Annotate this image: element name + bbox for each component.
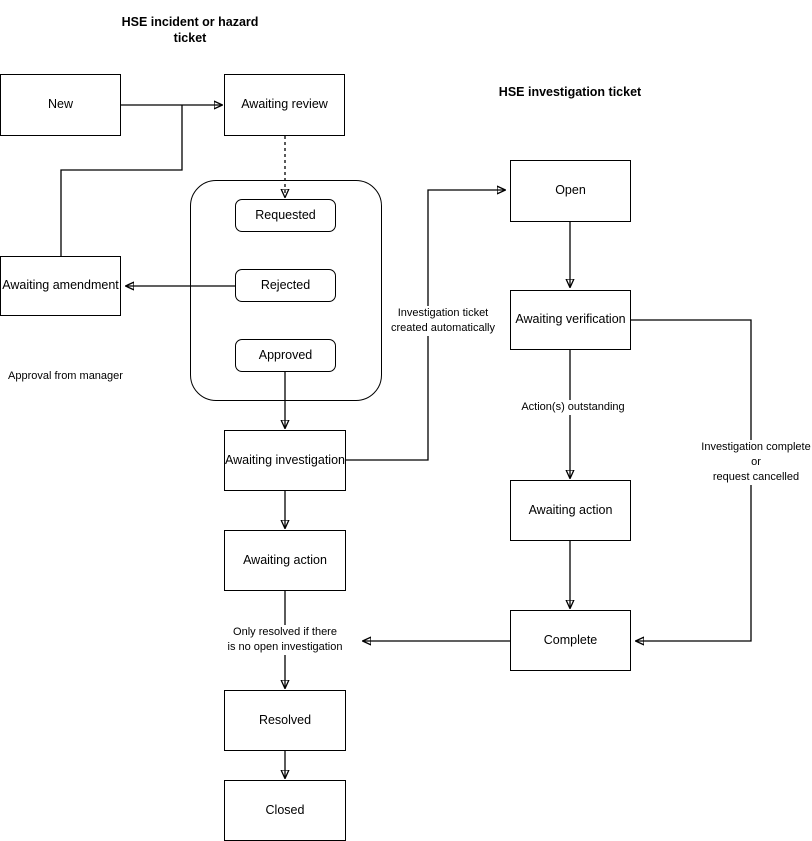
label-investigation-ticket-created-line1: Investigation ticket <box>397 307 489 319</box>
node-complete-label: Complete <box>543 632 598 647</box>
node-closed-label: Closed <box>265 802 305 817</box>
label-investigation-complete-line2: or <box>751 455 761 468</box>
node-resolved[interactable]: Resolved <box>224 690 346 751</box>
node-awaiting-action-left-label: Awaiting action <box>243 552 327 567</box>
title-incident-line2: ticket <box>173 31 207 46</box>
node-awaiting-verification[interactable]: Awaiting verification <box>510 290 631 350</box>
node-closed[interactable]: Closed <box>224 780 346 841</box>
node-new[interactable]: New <box>0 74 121 136</box>
node-requested[interactable]: Requested <box>235 199 336 232</box>
title-investigation-line1: HSE investigation ticket <box>498 85 642 99</box>
node-awaiting-amendment-label: Awaiting amendment <box>2 278 119 293</box>
label-actions-outstanding-line1: Action(s) outstanding <box>521 401 625 413</box>
edge-awaiting-amendment-to-review-line <box>60 105 183 256</box>
label-investigation-ticket-created-line2: created automatically <box>391 321 495 334</box>
node-awaiting-action-left[interactable]: Awaiting action <box>224 530 346 591</box>
node-open[interactable]: Open <box>510 160 631 222</box>
node-requested-label: Requested <box>255 207 316 222</box>
node-complete[interactable]: Complete <box>510 610 631 671</box>
label-approval-from-manager: Approval from manager <box>8 369 123 384</box>
label-investigation-complete: Investigation complete or request cancel… <box>692 440 812 485</box>
node-awaiting-investigation-label: Awaiting investigation <box>225 452 345 467</box>
label-approval-from-manager-text: Approval from manager <box>8 370 123 382</box>
title-incident-line1: HSE incident or hazard <box>121 15 259 29</box>
node-awaiting-review-label: Awaiting review <box>241 97 328 112</box>
node-awaiting-investigation[interactable]: Awaiting investigation <box>224 430 346 491</box>
node-awaiting-action-right[interactable]: Awaiting action <box>510 480 631 541</box>
node-approved[interactable]: Approved <box>235 339 336 372</box>
label-actions-outstanding: Action(s) outstanding <box>512 400 634 415</box>
label-only-resolved: Only resolved if there is no open invest… <box>224 625 346 655</box>
node-approved-label: Approved <box>258 347 313 362</box>
node-awaiting-review[interactable]: Awaiting review <box>224 74 345 136</box>
node-awaiting-verification-label: Awaiting verification <box>515 312 626 327</box>
node-rejected-label: Rejected <box>260 277 311 292</box>
node-open-label: Open <box>555 183 586 198</box>
title-incident-ticket: HSE incident or hazard ticket <box>120 14 260 47</box>
approval-group-container <box>190 180 382 401</box>
label-only-resolved-line2: is no open investigation <box>227 640 343 653</box>
node-awaiting-action-right-label: Awaiting action <box>528 502 613 517</box>
label-only-resolved-line1: Only resolved if there <box>233 626 337 638</box>
node-new-label: New <box>47 97 73 112</box>
label-investigation-complete-line1: Investigation complete <box>701 441 811 453</box>
title-investigation-ticket: HSE investigation ticket <box>480 84 660 100</box>
node-rejected[interactable]: Rejected <box>235 269 336 302</box>
node-awaiting-amendment[interactable]: Awaiting amendment <box>0 256 121 316</box>
label-investigation-ticket-created: Investigation ticket created automatical… <box>388 306 498 336</box>
node-resolved-label: Resolved <box>258 712 312 727</box>
label-investigation-complete-line3: request cancelled <box>712 470 800 483</box>
